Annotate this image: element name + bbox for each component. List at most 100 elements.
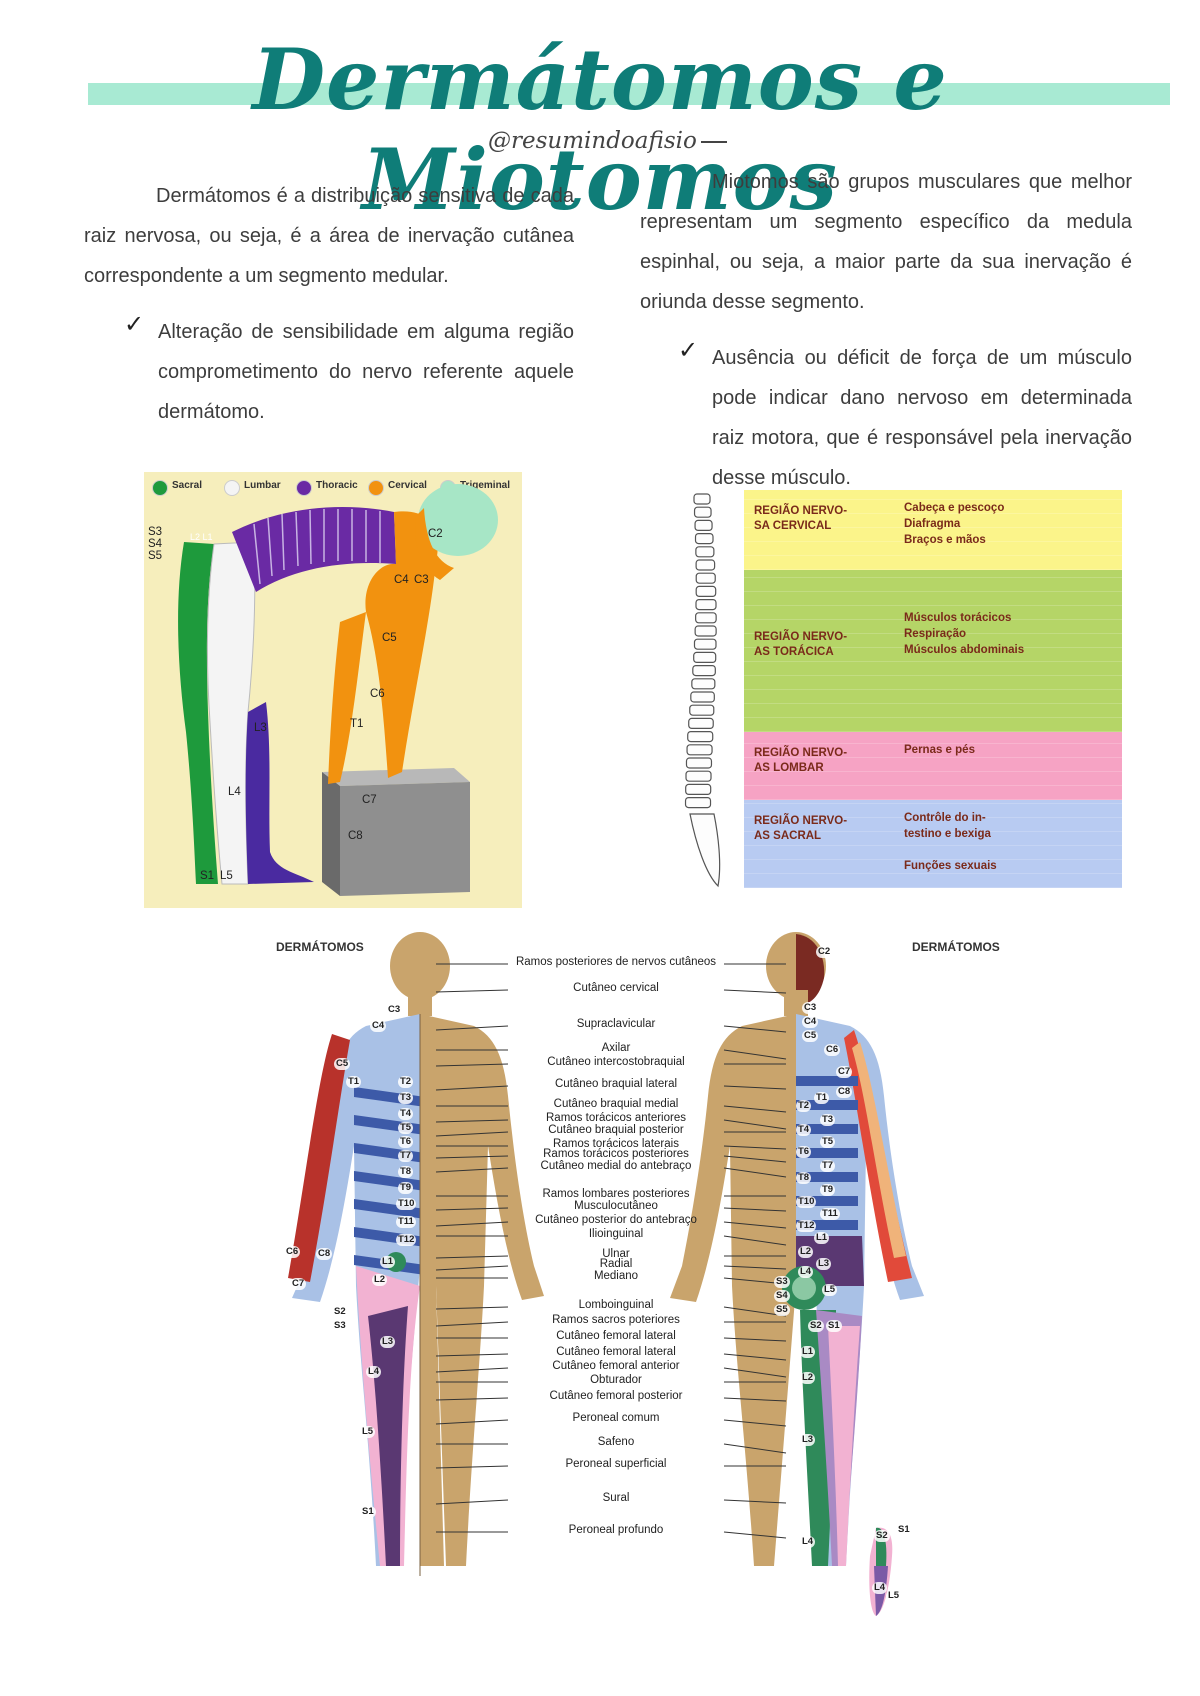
label-c8: C8: [348, 830, 363, 842]
legend-swatch: [224, 480, 240, 496]
dermatome-label: T8: [398, 1166, 414, 1178]
dermatome-label: C4: [370, 1020, 387, 1032]
leader-line-right: [723, 1337, 787, 1342]
nerve-label: Cutâneo medial do antebraço: [540, 1160, 692, 1172]
vertebra: [684, 797, 712, 809]
dermatome-label: C5: [802, 1030, 819, 1042]
leader-line-left: [435, 1167, 509, 1173]
dermatome-label: L4: [800, 1536, 816, 1548]
vertebra: [686, 744, 713, 756]
dermatome-label: C5: [334, 1058, 351, 1070]
label-c4: C4: [394, 574, 409, 586]
dermatome-label: T5: [820, 1136, 836, 1148]
spine-region-functions: Cabeça e pescoço Diafragma Braços e mãos: [904, 502, 1005, 546]
leader-line-left: [435, 1321, 509, 1327]
label-c7: C7: [362, 794, 377, 806]
dermatome-label: T8: [796, 1172, 812, 1184]
dermatome-label: T6: [796, 1146, 812, 1158]
dermatome-label: T12: [796, 1220, 817, 1232]
head-trigeminal: [418, 484, 498, 556]
bending-body-drawing: [178, 484, 498, 896]
nerve-label: Peroneal superficial: [565, 1458, 667, 1470]
dermatome-label: L1: [814, 1232, 830, 1244]
vertebra: [694, 519, 713, 532]
legend-swatch: [152, 480, 168, 496]
leader-line-left: [435, 1353, 509, 1357]
spine-drawing: [684, 493, 721, 888]
dermatome-label: L2: [372, 1274, 388, 1286]
dermatome-label: L5: [360, 1426, 376, 1438]
vertebra: [695, 546, 715, 558]
label-l1-l2: L2 L1: [190, 532, 213, 542]
nerve-label: Ramos posteriores de nervos cutâneos: [515, 956, 717, 968]
dermatome-label: S3: [774, 1276, 790, 1288]
leader-line-right: [723, 1499, 787, 1504]
dermatome-label: T11: [396, 1216, 416, 1228]
spine-region-functions: Pernas e pés: [904, 744, 975, 756]
nerve-label: Musculocutâneo: [574, 1200, 658, 1212]
dermatome-label: T9: [820, 1184, 836, 1196]
sacral-leg-band: [178, 542, 218, 884]
myotomes-bullet: Ausência ou déficit de força de um múscu…: [712, 347, 1132, 489]
leader-line-left: [435, 1306, 509, 1310]
dermatome-label: C8: [316, 1248, 333, 1260]
vertebra: [688, 717, 714, 729]
dermatome-label: L2: [798, 1246, 814, 1258]
dermatome-label: T6: [398, 1136, 414, 1148]
leader-line-right: [723, 1443, 787, 1454]
nerve-label: Axilar: [601, 1042, 631, 1054]
title-highlight-band: [88, 83, 1170, 105]
cervical-arm-back: [328, 612, 366, 784]
dermatome-label: S1: [896, 1524, 912, 1536]
leader-line-left: [435, 1367, 509, 1373]
dermatome-label: C7: [290, 1278, 307, 1290]
label-t1: T1: [350, 718, 364, 730]
leader-line-left: [435, 1025, 509, 1031]
label-l3: L3: [254, 722, 267, 734]
leader-line-right: [723, 1265, 787, 1270]
label-l4: L4: [228, 786, 241, 798]
leader-line-right: [723, 1105, 787, 1113]
leader-line-right: [723, 1145, 787, 1150]
spine-region-name: REGIÃO NERVO- AS SACRAL: [754, 815, 848, 842]
label-c3: C3: [414, 574, 429, 586]
leader-line-left: [435, 1063, 509, 1067]
leader-line-right: [723, 1119, 787, 1130]
leader-line-right: [723, 1353, 787, 1361]
nerve-label: Ramos torácicos anteriores: [546, 1112, 686, 1124]
leader-line-right: [723, 1155, 787, 1163]
thoracic-stripes: [253, 509, 381, 585]
dermatome-label: C8: [836, 1086, 853, 1098]
vertebra: [694, 532, 714, 545]
nerve-label: Cutâneo femoral anterior: [552, 1360, 680, 1372]
author-handle: @resumindoafisio: [488, 128, 748, 154]
dermatome-label: L1: [380, 1256, 396, 1268]
dermatome-label: T7: [398, 1150, 414, 1162]
box-side: [322, 772, 340, 896]
legend-label: Sacral: [172, 480, 203, 491]
body-nerve-figure: DERMÁTOMOS DERMÁTOMOS Ramos posteriores …: [276, 926, 1004, 1636]
leader-line-left: [435, 1155, 509, 1159]
thoracic-leg-band: [245, 702, 314, 884]
dermatomes-bullet: Alteração de sensibilidade em alguma reg…: [158, 321, 574, 423]
label-c5: C5: [382, 632, 397, 644]
dermatome-label: C3: [386, 1004, 403, 1016]
dermatome-label: C4: [802, 1016, 819, 1028]
legend-label: Trigeminal: [460, 480, 511, 491]
leader-line-left: [435, 1131, 509, 1137]
leader-line-right: [723, 1235, 787, 1246]
dermatome-label: S4: [774, 1290, 790, 1302]
dermatome-label: L5: [822, 1284, 838, 1296]
dermatome-label: L3: [816, 1258, 832, 1270]
spine-region-functions: Músculos torácicos Respiração Músculos a…: [904, 612, 1025, 656]
dermatome-label: T10: [396, 1198, 417, 1210]
box-top: [322, 768, 470, 786]
nerve-label: Ramos sacros poteriores: [552, 1314, 680, 1326]
nerve-label: Supraclavicular: [576, 1018, 656, 1030]
box-front: [340, 782, 470, 896]
spine-region-name: REGIÃO NERVO- SA CERVICAL: [754, 505, 848, 532]
